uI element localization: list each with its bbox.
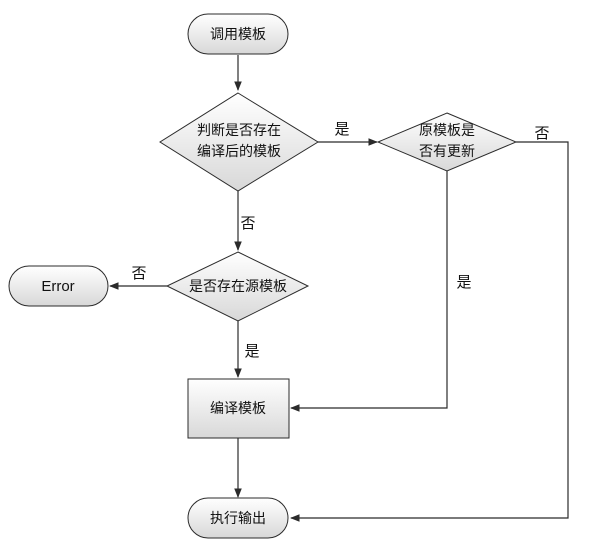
- edge-updated-no: [290, 141, 569, 522]
- error-node: Error: [8, 265, 109, 307]
- label-compiled-no: 否: [240, 214, 255, 232]
- label-updated-yes: 是: [456, 273, 471, 291]
- label-source-yes: 是: [244, 342, 259, 360]
- start-node: 调用模板: [187, 13, 289, 55]
- decision-compiled-exists: 判断是否存在 编译后的模板: [159, 92, 319, 192]
- label-compiled-yes: 是: [334, 120, 349, 138]
- decision-compiled-exists-line2: 编译后的模板: [197, 144, 281, 160]
- compile-template-node: 编译模板: [187, 378, 290, 439]
- decision-source-updated-line2: 否有更新: [419, 144, 475, 160]
- edge-updated-yes: [290, 171, 448, 412]
- decision-source-exists: 是否存在源模板: [165, 251, 310, 322]
- decision-source-exists-label: 是否存在源模板: [189, 279, 287, 295]
- label-updated-no: 否: [534, 124, 549, 142]
- output-node-label: 执行输出: [210, 511, 266, 527]
- decision-source-updated-line1: 原模板是: [419, 123, 475, 139]
- decision-source-updated: 原模板是 否有更新: [376, 112, 518, 172]
- output-node: 执行输出: [187, 497, 289, 539]
- label-source-no: 否: [131, 264, 146, 282]
- start-node-label: 调用模板: [210, 27, 266, 43]
- error-node-label: Error: [41, 278, 74, 295]
- compile-template-label: 编译模板: [210, 401, 266, 417]
- decision-compiled-exists-line1: 判断是否存在: [197, 123, 281, 139]
